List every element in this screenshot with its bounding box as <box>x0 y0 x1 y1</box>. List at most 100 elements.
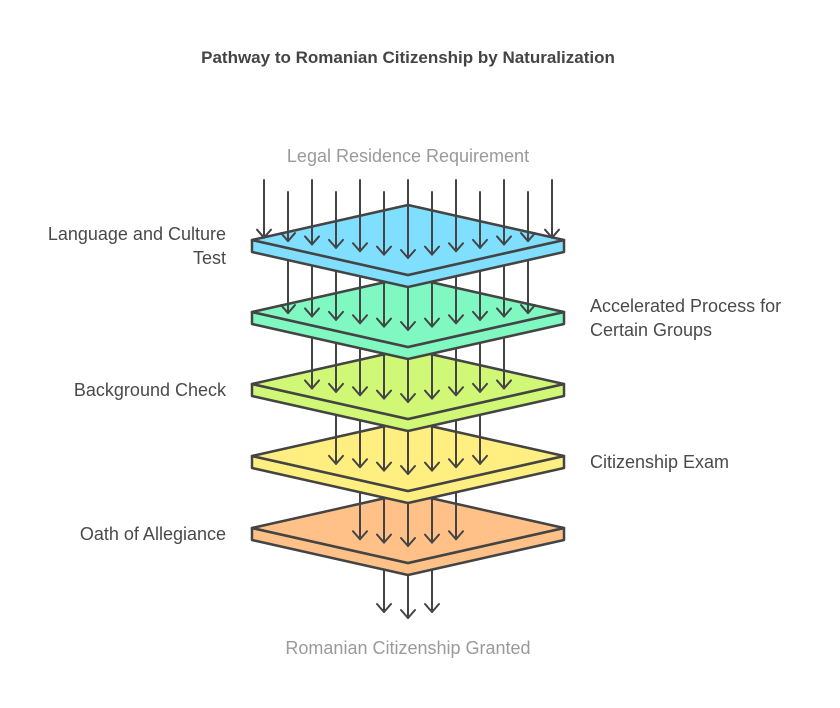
flow-arrow <box>448 179 464 253</box>
flow-arrow <box>496 262 512 318</box>
arrow-head-icon <box>376 389 392 400</box>
arrow-head-icon <box>424 245 440 256</box>
arrow-head-icon <box>400 465 416 475</box>
flow-arrow <box>328 339 344 393</box>
flow-arrow <box>448 489 464 541</box>
arrow-head-icon <box>400 609 416 619</box>
arrow-head-icon <box>496 379 512 390</box>
flow-arrow <box>304 179 320 246</box>
arrow-head-icon <box>472 454 488 465</box>
arrow-head-icon <box>520 232 536 243</box>
flow-arrow <box>376 422 392 472</box>
layer-4-incoming-arrows <box>328 411 488 475</box>
flow-arrow <box>352 345 368 397</box>
arrow-head-icon <box>328 238 344 249</box>
layer-label-citizenship-exam: Citizenship Exam <box>590 450 729 474</box>
flow-arrow <box>256 179 272 239</box>
flow-arrow <box>352 489 368 541</box>
label-line: Certain Groups <box>590 320 713 340</box>
arrow-head-icon <box>352 314 368 325</box>
input-label: Legal Residence Requirement <box>286 146 530 166</box>
arrow-head-icon <box>448 530 464 541</box>
flow-arrow <box>328 191 344 249</box>
layer-3-incoming-arrows <box>304 334 512 403</box>
flow-arrow <box>400 179 416 259</box>
arrow-head-icon <box>376 245 392 256</box>
arrow-head-icon <box>352 242 368 253</box>
arrow-head-icon <box>472 310 488 321</box>
label-line: Background Check <box>73 380 226 400</box>
flow-arrow <box>376 191 392 256</box>
arrow-head-icon <box>424 389 440 400</box>
output-arrows <box>376 564 440 619</box>
flow-arrow <box>496 179 512 246</box>
flow-arrow <box>400 284 416 331</box>
flow-arrow <box>352 179 368 253</box>
layer-label-language-test: Language and Culture Test <box>48 222 226 270</box>
flow-arrow <box>304 334 320 390</box>
flow-arrow <box>424 350 440 400</box>
label-line: Oath of Allegiance <box>79 524 226 544</box>
arrow-head-icon <box>448 314 464 325</box>
flow-arrow <box>520 257 536 315</box>
flow-arrow <box>400 500 416 547</box>
layer-2-incoming-arrows <box>280 257 536 331</box>
layer-label-accelerated-process: Accelerated Process for Certain Groups <box>590 294 781 342</box>
arrow-head-icon <box>256 228 272 239</box>
output-label: Romanian Citizenship Granted <box>285 638 531 658</box>
arrow-head-icon <box>400 321 416 331</box>
output-arrow <box>376 564 392 613</box>
arrow-head-icon <box>352 458 368 469</box>
arrow-head-icon <box>376 317 392 328</box>
flow-arrow <box>328 267 344 321</box>
flow-arrow <box>448 417 464 469</box>
flow-arrow <box>448 345 464 397</box>
flow-arrow <box>328 411 344 465</box>
arrow-head-icon <box>280 232 296 243</box>
flow-arrow <box>352 273 368 325</box>
layer-1-incoming-arrows <box>256 179 560 259</box>
label-line: Test <box>192 248 226 268</box>
arrow-head-icon <box>448 386 464 397</box>
arrow-head-icon <box>376 533 392 544</box>
flow-arrow <box>376 278 392 328</box>
flow-arrow <box>544 179 560 239</box>
arrow-head-icon <box>424 603 440 613</box>
arrow-head-icon <box>472 382 488 393</box>
flow-arrow <box>352 417 368 469</box>
output-arrow <box>400 570 416 619</box>
arrow-head-icon <box>280 304 296 315</box>
flow-arrow <box>520 191 536 243</box>
arrow-head-icon <box>304 307 320 318</box>
arrow-head-icon <box>472 238 488 249</box>
flow-arrow <box>376 494 392 544</box>
diagram-title: Pathway to Romanian Citizenship by Natur… <box>201 48 615 67</box>
flow-arrow <box>472 191 488 249</box>
arrow-head-icon <box>304 379 320 390</box>
flow-arrow <box>496 334 512 390</box>
arrow-head-icon <box>400 393 416 403</box>
arrow-head-icon <box>352 530 368 541</box>
label-line: Language and Culture <box>47 224 226 244</box>
arrow-head-icon <box>424 461 440 472</box>
layer-label-background-check: Background Check <box>74 378 226 402</box>
arrow-head-icon <box>496 235 512 246</box>
flow-arrow <box>472 339 488 393</box>
arrow-head-icon <box>328 454 344 465</box>
flow-arrow <box>424 278 440 328</box>
flow-arrow <box>448 273 464 325</box>
arrow-head-icon <box>304 235 320 246</box>
arrow-head-icon <box>496 307 512 318</box>
label-line: Citizenship Exam <box>590 452 730 472</box>
arrow-head-icon <box>376 461 392 472</box>
arrow-head-icon <box>424 317 440 328</box>
arrow-head-icon <box>520 304 536 315</box>
arrow-head-icon <box>352 386 368 397</box>
flow-arrow <box>472 411 488 465</box>
arrow-head-icon <box>448 458 464 469</box>
arrow-head-icon <box>328 382 344 393</box>
arrow-head-icon <box>424 533 440 544</box>
layer-5-incoming-arrows <box>352 489 464 547</box>
flow-arrow <box>400 356 416 403</box>
